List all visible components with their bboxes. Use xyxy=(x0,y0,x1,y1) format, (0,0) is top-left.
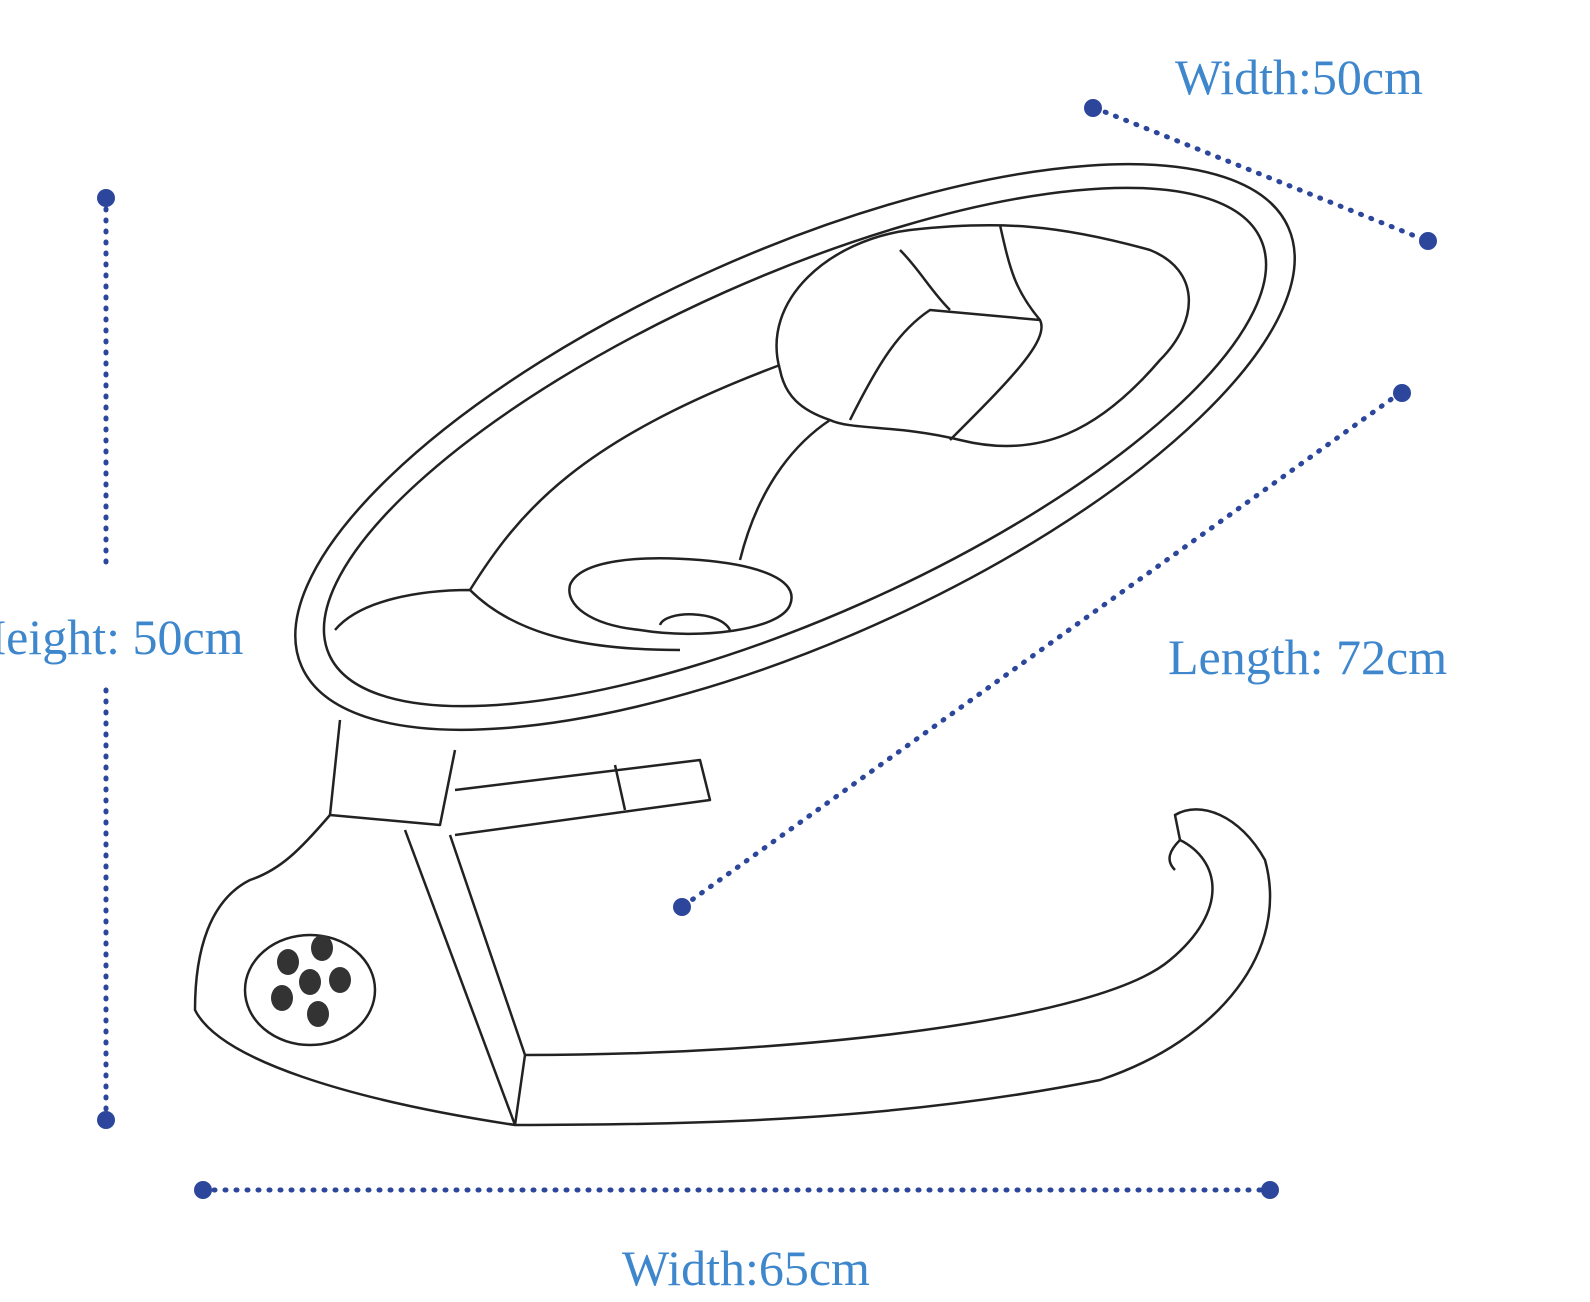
dimension-endpoint xyxy=(97,1111,115,1129)
dimension-endpoint xyxy=(673,898,691,916)
dimension-endpoint xyxy=(1393,384,1411,402)
top-width-dimension-line xyxy=(1092,105,1428,243)
dimension-endpoint xyxy=(1261,1181,1279,1199)
dimension-endpoint xyxy=(194,1181,212,1199)
length-dimension-line xyxy=(679,390,1403,910)
dimension-endpoint xyxy=(97,189,115,207)
rocker-outline xyxy=(193,162,1296,1127)
dimension-endpoint xyxy=(1419,232,1437,250)
length-label: Length: 72cm xyxy=(1168,629,1448,685)
bottom-width-label: Width:65cm xyxy=(622,1240,870,1296)
top-width-label: Width:50cm xyxy=(1175,49,1423,105)
dimension-endpoint xyxy=(1084,99,1102,117)
speaker-grille xyxy=(271,935,351,1027)
height-label: Height: 50cm xyxy=(0,609,244,665)
